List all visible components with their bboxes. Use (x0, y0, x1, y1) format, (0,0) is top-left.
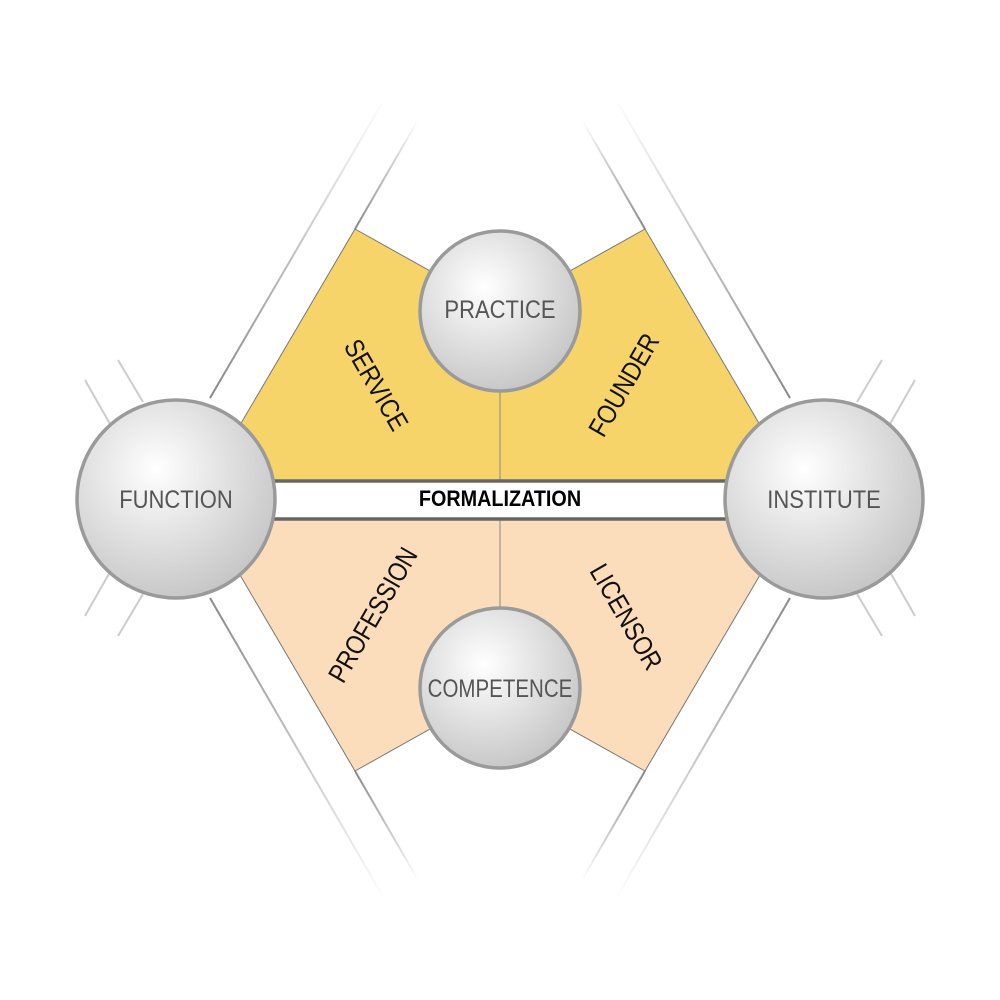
node-institute: INSTITUTE (723, 398, 925, 600)
node-competence-label: COMPETENCE (428, 674, 573, 702)
node-practice-label: PRACTICE (444, 296, 555, 324)
node-function-label: FUNCTION (119, 486, 233, 514)
node-practice: PRACTICE (418, 229, 582, 393)
formalization-band: FORMALIZATION (240, 479, 760, 521)
node-institute-label: INSTITUTE (767, 486, 881, 514)
node-function: FUNCTION (75, 398, 277, 600)
formalization-label: FORMALIZATION (419, 487, 581, 511)
node-competence: COMPETENCE (418, 606, 582, 770)
frame-lines (25, 97, 975, 901)
